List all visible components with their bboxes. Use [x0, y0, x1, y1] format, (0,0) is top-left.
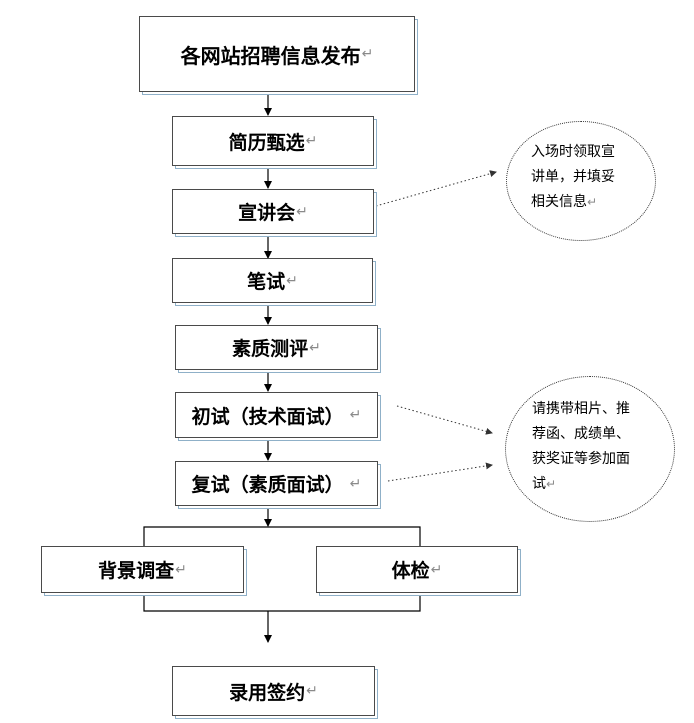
- note-presentation-line-3: 相关信息: [531, 194, 587, 210]
- return-mark-icon: ↵: [587, 195, 598, 209]
- step-background-check: 背景调查↵: [41, 546, 244, 593]
- note-presentation-line-2: 讲单，并填妥: [531, 169, 615, 185]
- step-presentation: 宣讲会↵: [172, 189, 374, 234]
- note-interview-line-4: 试: [532, 476, 546, 492]
- return-mark-icon: ↵: [286, 272, 298, 289]
- return-mark-icon: ↵: [349, 407, 362, 423]
- note-interview-line-3: 获奖证等参加面: [532, 451, 630, 467]
- return-mark-icon: ↵: [296, 203, 308, 220]
- note-link-first-interview: [396, 405, 493, 435]
- step-publish: 各网站招聘信息发布↵: [139, 16, 415, 92]
- return-mark-icon: ↵: [546, 477, 557, 491]
- note-interview-line-2: 荐函、成绩单、: [532, 426, 630, 442]
- step-first-interview: 初试（技术面试） ↵: [175, 392, 378, 438]
- step-publish-label: 各网站招聘信息发布: [180, 43, 361, 68]
- step-screening-label: 简历甄选: [228, 131, 305, 154]
- return-mark-icon: ↵: [361, 46, 374, 62]
- return-mark-icon: ↵: [349, 475, 362, 492]
- note-interview: 请携带相片、推 荐函、成绩单、 获奖证等参加面 试↵: [505, 376, 675, 522]
- step-screening: 简历甄选↵: [172, 116, 374, 166]
- note-presentation-line-1: 入场时领取宣: [531, 144, 615, 160]
- split-line: [143, 526, 421, 546]
- return-mark-icon: ↵: [305, 133, 318, 149]
- step-first-interview-label: 初试（技术面试）: [191, 405, 344, 428]
- merge-line: [143, 593, 421, 612]
- step-written-test: 笔试↵: [172, 258, 373, 303]
- step-signing: 录用签约↵: [172, 666, 375, 716]
- step-signing-label: 录用签约: [229, 681, 306, 704]
- return-mark-icon: ↵: [430, 561, 443, 578]
- return-mark-icon: ↵: [306, 683, 318, 699]
- step-background-check-label: 背景调查: [98, 560, 175, 582]
- step-quality-eval: 素质测评↵: [175, 325, 378, 370]
- note-link-presentation: [375, 170, 497, 207]
- step-second-interview-label: 复试（素质面试）: [191, 474, 344, 496]
- step-written-test-label: 笔试: [247, 271, 286, 293]
- return-mark-icon: ↵: [309, 339, 321, 356]
- step-second-interview: 复试（素质面试） ↵: [175, 461, 378, 506]
- return-mark-icon: ↵: [175, 561, 187, 578]
- step-quality-eval-label: 素质测评: [232, 338, 309, 360]
- step-physical-exam-label: 体检: [391, 560, 430, 582]
- note-link-second-interview: [387, 462, 493, 482]
- note-interview-line-1: 请携带相片、推: [532, 401, 630, 417]
- step-physical-exam: 体检↵: [316, 546, 518, 593]
- step-presentation-label: 宣讲会: [238, 202, 296, 224]
- note-presentation: 入场时领取宣 讲单，并填妥 相关信息↵: [506, 121, 656, 241]
